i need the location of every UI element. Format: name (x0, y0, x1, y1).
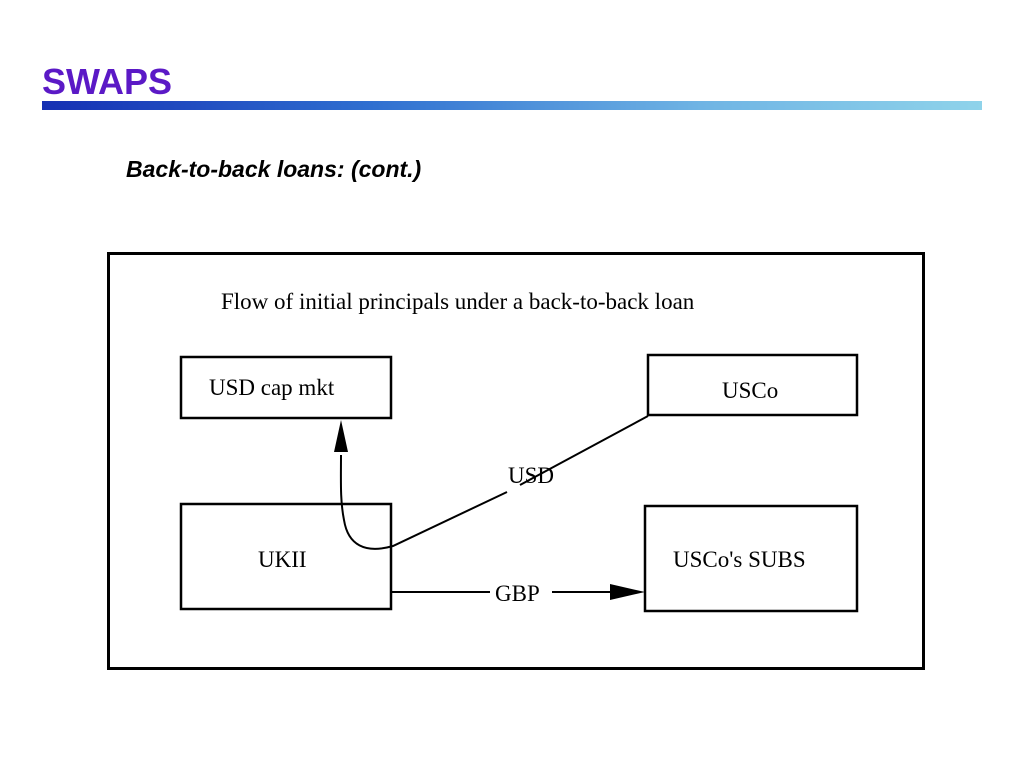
node-ukii-label: UKII (258, 547, 307, 572)
node-usd-cap-mkt-label: USD cap mkt (209, 375, 335, 400)
node-ukii: UKII (179, 502, 393, 611)
edge-usd-label: USD (508, 463, 554, 488)
node-usco-box (646, 353, 859, 417)
node-usd-cap-mkt: USD cap mkt (179, 355, 393, 420)
node-usco-label: USCo (722, 378, 778, 403)
edge-gbp-label: GBP (495, 581, 540, 606)
node-ukii-box (179, 502, 393, 611)
title-underline-bar (42, 101, 982, 110)
node-usco: USCo (646, 353, 859, 417)
slide-subtitle: Back-to-back loans: (cont.) (126, 156, 422, 182)
node-usco-subs: USCo's SUBS (643, 504, 859, 613)
node-usco-subs-box (643, 504, 859, 613)
node-usd-cap-mkt-box (179, 355, 393, 420)
edge-usd-flow (339, 415, 649, 550)
edge-gbp-arrowhead (610, 584, 645, 600)
diagram-frame (107, 252, 925, 670)
node-usco-subs-label: USCo's SUBS (673, 547, 806, 572)
slide-title: SWAPS (42, 61, 173, 102)
diagram-caption: Flow of initial principals under a back-… (221, 289, 695, 314)
edge-usd-arrowhead (334, 420, 348, 452)
